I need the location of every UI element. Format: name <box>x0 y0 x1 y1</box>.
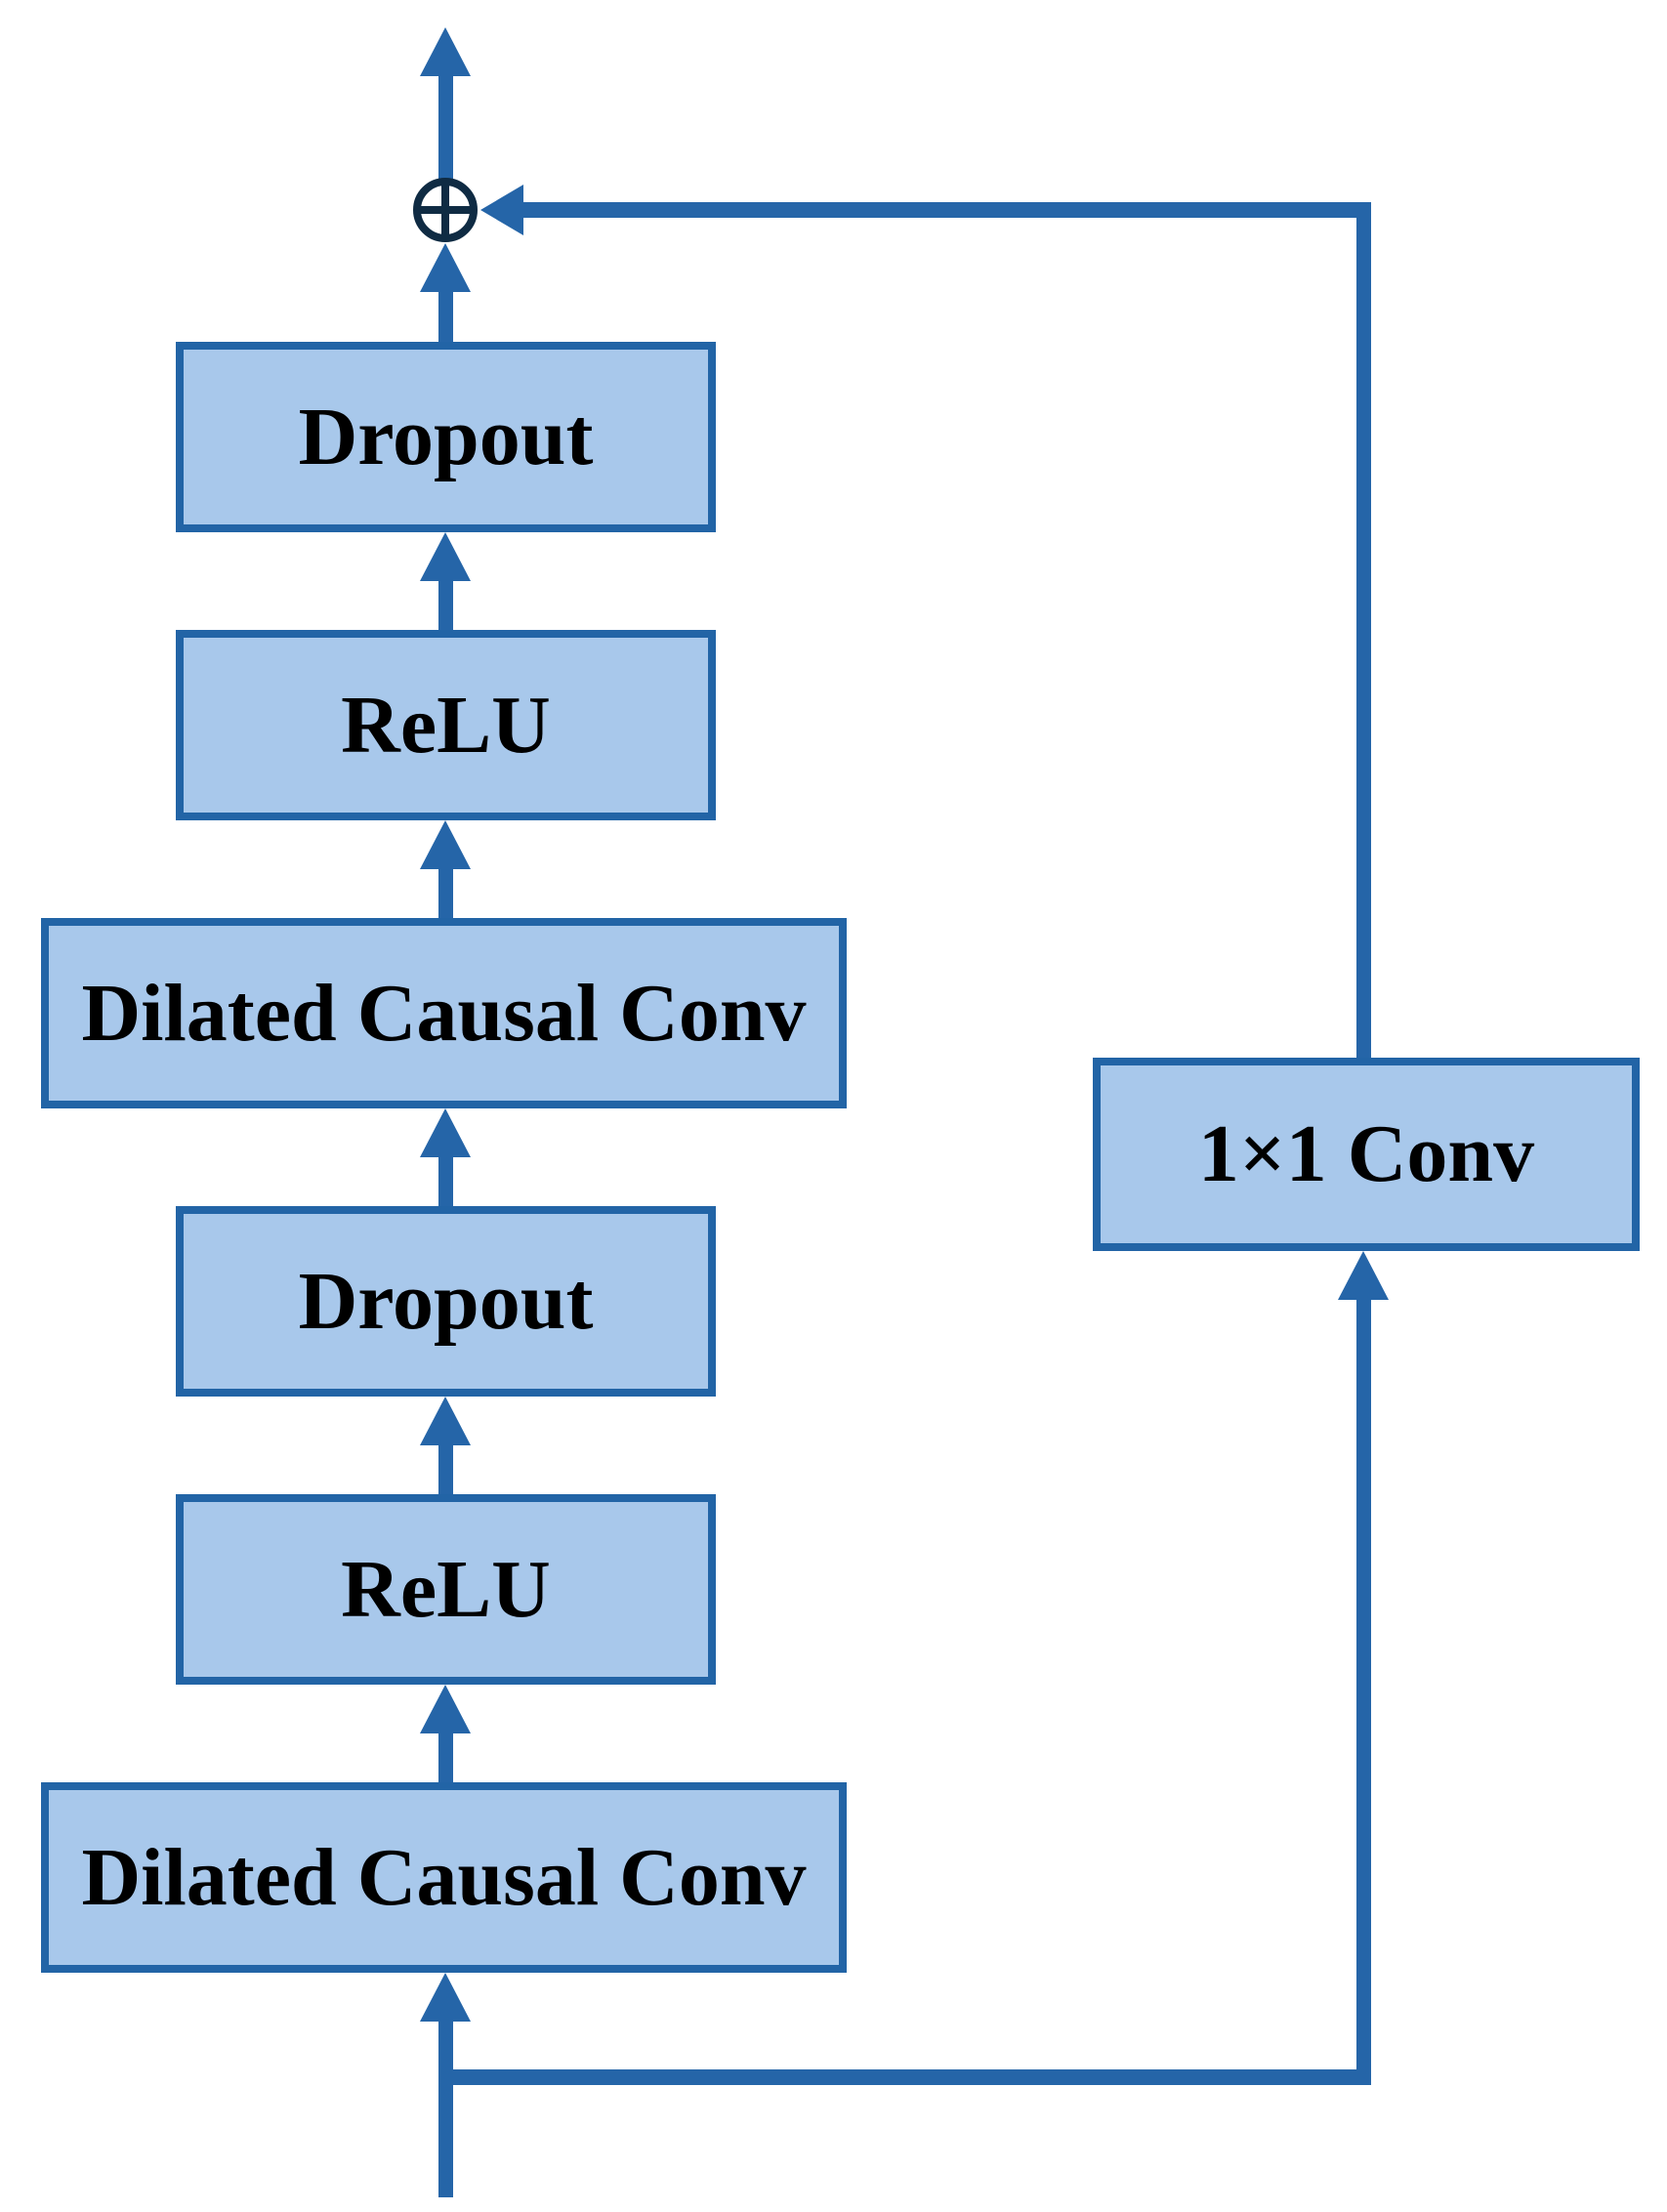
input-line <box>438 2019 453 2197</box>
connector-arrow-line <box>438 1442 453 1494</box>
circled-plus-horizontal-bar <box>419 206 472 214</box>
connector-arrow-line <box>438 1154 453 1206</box>
connector-arrow-head-icon <box>420 532 471 581</box>
conv-1x1-in-arrow-head-icon <box>1338 1251 1389 1300</box>
connector-arrow-head-icon <box>420 1685 471 1733</box>
input-arrow-head-icon <box>420 1973 471 2022</box>
dropout-box-bottom-label: Dropout <box>298 1255 594 1347</box>
relu-box-top: ReLU <box>176 630 716 820</box>
connector-arrow-line <box>438 866 453 918</box>
dilated-causal-conv-box-bottom-label: Dilated Causal Conv <box>81 1831 807 1923</box>
relu-box-bottom-label: ReLU <box>341 1543 551 1635</box>
dropout-box-bottom: Dropout <box>176 1206 716 1397</box>
skip-connection-vertical-line-upper <box>1356 204 1371 1058</box>
conv-1x1-box: 1×1 Conv <box>1093 1058 1640 1251</box>
dilated-causal-conv-box-top-label: Dilated Causal Conv <box>81 967 807 1059</box>
dropout-box-top-label: Dropout <box>298 391 594 482</box>
connector-arrow-head-icon <box>420 1397 471 1445</box>
circled-plus-icon <box>413 178 478 242</box>
relu-box-top-label: ReLU <box>341 679 551 771</box>
output-arrow-head-icon <box>420 27 471 76</box>
residual-arrow-line <box>438 289 453 342</box>
conv-1x1-box-label: 1×1 Conv <box>1197 1108 1535 1199</box>
relu-box-bottom: ReLU <box>176 1494 716 1685</box>
residual-arrow-head-icon <box>420 243 471 292</box>
input-branch-horizontal-line <box>438 2069 1371 2085</box>
connector-arrow-line <box>438 578 453 630</box>
dropout-box-top: Dropout <box>176 342 716 532</box>
skip-connection-vertical-line-lower <box>1356 1297 1371 2085</box>
skip-arrow-head-icon <box>480 185 523 235</box>
skip-connection-horizontal-line <box>521 202 1371 218</box>
dilated-causal-conv-box-bottom: Dilated Causal Conv <box>41 1782 847 1973</box>
connector-arrow-head-icon <box>420 820 471 869</box>
dilated-causal-conv-box-top: Dilated Causal Conv <box>41 918 847 1108</box>
output-arrow-line <box>438 74 453 179</box>
connector-arrow-line <box>438 1731 453 1782</box>
connector-arrow-head-icon <box>420 1108 471 1157</box>
